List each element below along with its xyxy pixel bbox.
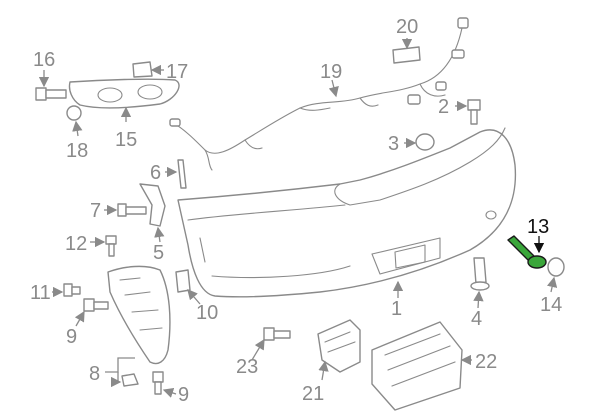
reflector-bracket bbox=[68, 78, 180, 109]
grommet-3 bbox=[415, 133, 435, 151]
bolt-7 bbox=[117, 203, 147, 217]
callout-15: 15 bbox=[115, 129, 137, 151]
callout-22: 22 bbox=[475, 351, 497, 373]
leader-lines bbox=[38, 38, 558, 398]
callout-14: 14 bbox=[540, 294, 562, 316]
bracket-5 bbox=[139, 183, 166, 227]
callout-12: 12 bbox=[65, 233, 87, 255]
callout-10: 10 bbox=[196, 302, 218, 324]
highlighted-part-13[interactable] bbox=[507, 235, 547, 269]
callout-2: 2 bbox=[438, 96, 449, 118]
control-module bbox=[371, 321, 463, 411]
callout-13[interactable]: 13 bbox=[527, 216, 549, 238]
stud-4 bbox=[470, 257, 490, 291]
callout-23: 23 bbox=[236, 356, 258, 378]
bolt-9-lower bbox=[152, 371, 164, 395]
callout-4: 4 bbox=[471, 308, 482, 330]
pin-6 bbox=[177, 159, 187, 189]
wire-harness bbox=[169, 17, 469, 171]
clip-8 bbox=[121, 373, 139, 387]
sensor-bracket bbox=[317, 319, 361, 373]
callout-18: 18 bbox=[66, 140, 88, 162]
cap-14 bbox=[547, 257, 565, 277]
callout-21: 21 bbox=[302, 383, 324, 405]
bolt-2 bbox=[467, 99, 481, 125]
callout-11: 11 bbox=[30, 282, 51, 304]
callout-16: 16 bbox=[33, 49, 55, 71]
label-tag bbox=[392, 46, 421, 64]
callout-9-upper: 9 bbox=[66, 326, 77, 348]
clip-17 bbox=[132, 61, 153, 78]
nut-18 bbox=[66, 105, 82, 121]
callout-7: 7 bbox=[90, 200, 101, 222]
bolt-9-upper bbox=[83, 298, 109, 312]
screw-23 bbox=[263, 327, 291, 341]
callout-5: 5 bbox=[153, 242, 164, 264]
bumper-cover bbox=[177, 127, 517, 298]
callout-3: 3 bbox=[388, 133, 399, 155]
callout-19: 19 bbox=[320, 61, 342, 83]
callout-20: 20 bbox=[396, 16, 418, 38]
bolt-16 bbox=[35, 87, 67, 101]
clip-10 bbox=[175, 269, 191, 293]
callout-6: 6 bbox=[150, 162, 161, 184]
side-bracket bbox=[107, 265, 171, 365]
callout-9-lower: 9 bbox=[178, 384, 189, 406]
callout-1: 1 bbox=[391, 298, 402, 320]
callout-17: 17 bbox=[166, 61, 188, 83]
bolt-11 bbox=[63, 283, 81, 297]
callout-8: 8 bbox=[89, 363, 100, 385]
screw-12 bbox=[105, 235, 117, 257]
